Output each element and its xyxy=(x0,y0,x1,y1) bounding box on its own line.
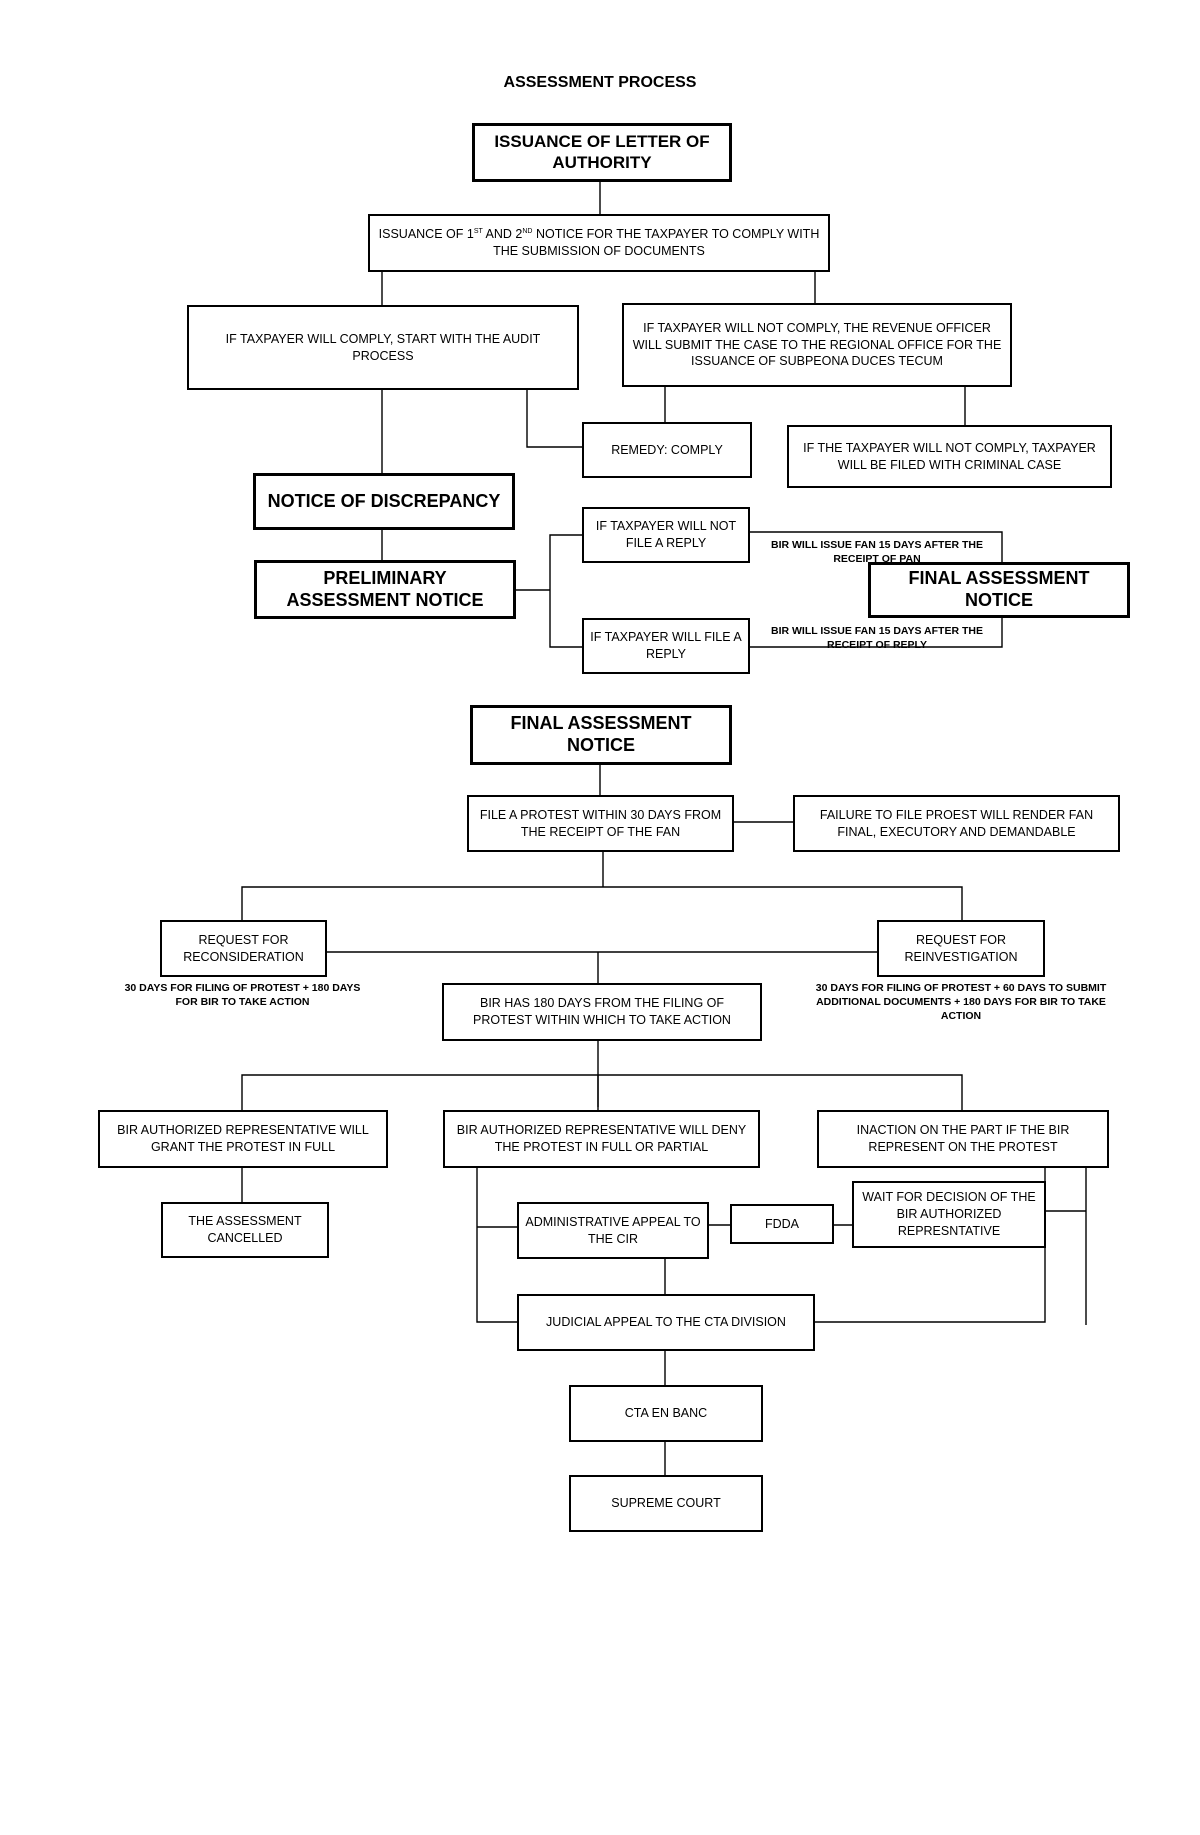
request-reinvestigation-box: REQUEST FOR REINVESTIGATION xyxy=(877,920,1045,977)
wait-for-decision-box: WAIT FOR DECISION OF THE BIR AUTHORIZED … xyxy=(852,1181,1046,1248)
connector xyxy=(549,534,582,648)
remedy-comply-box: REMEDY: COMPLY xyxy=(582,422,752,478)
reconsideration-days-note: 30 DAYS FOR FILING OF PROTEST + 180 DAYS… xyxy=(124,982,361,1009)
file-protest-box: FILE A PROTEST WITHIN 30 DAYS FROM THE R… xyxy=(467,795,734,852)
final-assessment-notice-box: FINAL ASSESSMENT NOTICE xyxy=(470,705,732,765)
reinvestigation-days-note: 30 DAYS FOR FILING OF PROTEST + 60 DAYS … xyxy=(815,982,1107,1023)
assessment-cancelled-box: THE ASSESSMENT CANCELLED xyxy=(161,1202,329,1258)
preliminary-assessment-notice-box: PRELIMINARY ASSESSMENT NOTICE xyxy=(254,560,516,619)
cta-en-banc-box: CTA EN BANC xyxy=(569,1385,763,1442)
fan-after-reply-note: BIR WILL ISSUE FAN 15 DAYS AFTER THE REC… xyxy=(771,625,983,652)
deny-protest-box: BIR AUTHORIZED REPRESENTATIVE WILL DENY … xyxy=(443,1110,760,1168)
inaction-box: INACTION ON THE PART IF THE BIR REPRESEN… xyxy=(817,1110,1109,1168)
connector xyxy=(526,390,582,448)
bir-180-days-box: BIR HAS 180 DAYS FROM THE FILING OF PROT… xyxy=(442,983,762,1041)
file-reply-box: IF TAXPAYER WILL FILE A REPLY xyxy=(582,618,750,674)
first-second-notice-text: ISSUANCE OF 1ST AND 2ND NOTICE FOR THE T… xyxy=(378,227,820,258)
request-reconsideration-box: REQUEST FOR RECONSIDERATION xyxy=(160,920,327,977)
taxpayer-comply-box: IF TAXPAYER WILL COMPLY, START WITH THE … xyxy=(187,305,579,390)
administrative-appeal-box: ADMINISTRATIVE APPEAL TO THE CIR xyxy=(517,1202,709,1259)
taxpayer-not-comply-box: IF TAXPAYER WILL NOT COMPLY, THE REVENUE… xyxy=(622,303,1012,387)
fdda-box: FDDA xyxy=(730,1204,834,1244)
no-reply-box: IF TAXPAYER WILL NOT FILE A REPLY xyxy=(582,507,750,563)
supreme-court-box: SUPREME COURT xyxy=(569,1475,763,1532)
connector xyxy=(476,1168,517,1323)
failure-to-file-box: FAILURE TO FILE PROEST WILL RENDER FAN F… xyxy=(793,795,1120,852)
connector xyxy=(750,618,1003,648)
final-assessment-notice-box-top: FINAL ASSESSMENT NOTICE xyxy=(868,562,1130,618)
connector xyxy=(750,531,1003,562)
connector xyxy=(241,886,963,920)
judicial-appeal-box: JUDICIAL APPEAL TO THE CTA DIVISION xyxy=(517,1294,815,1351)
criminal-case-box: IF THE TAXPAYER WILL NOT COMPLY, TAXPAYE… xyxy=(787,425,1112,488)
first-second-notice-box: ISSUANCE OF 1ST AND 2ND NOTICE FOR THE T… xyxy=(368,214,830,272)
page-title: ASSESSMENT PROCESS xyxy=(503,74,697,91)
notice-of-discrepancy-box: NOTICE OF DISCREPANCY xyxy=(253,473,515,530)
grant-protest-box: BIR AUTHORIZED REPRESENTATIVE WILL GRANT… xyxy=(98,1110,388,1168)
connector xyxy=(241,1074,963,1110)
letter-of-authority-box: ISSUANCE OF LETTER OF AUTHORITY xyxy=(472,123,732,182)
